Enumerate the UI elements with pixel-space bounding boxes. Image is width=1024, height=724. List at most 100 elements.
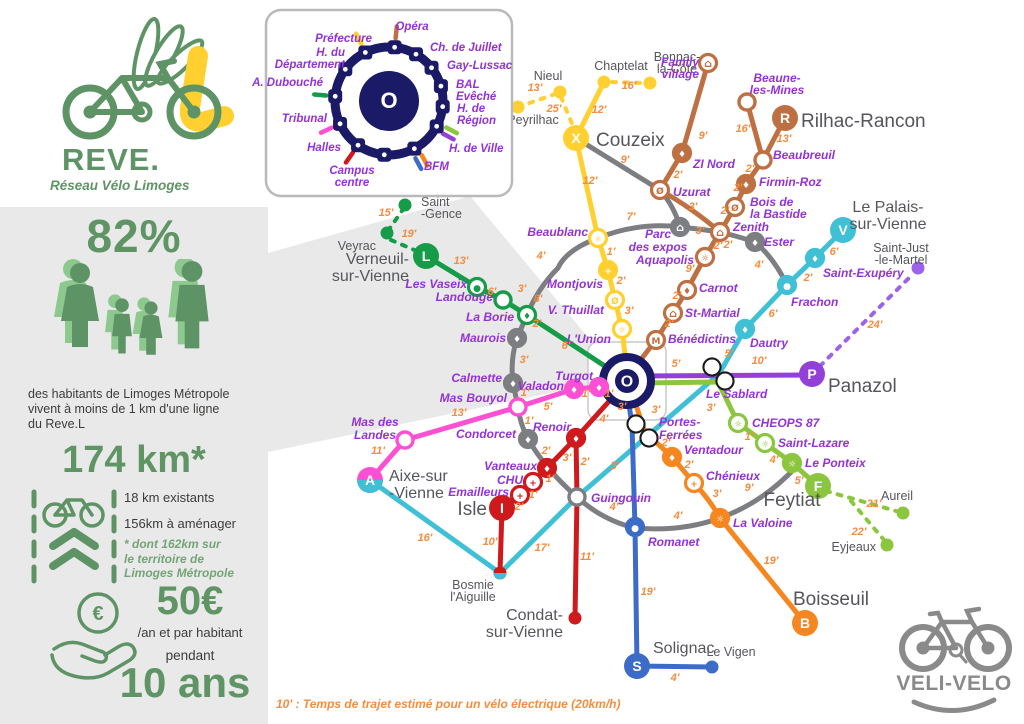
label: 3' [518,283,527,295]
label: Aureil [881,489,913,503]
svg-text:X: X [571,130,581,146]
svg-text:BFM: BFM [424,161,449,173]
label: Zenith [732,220,769,234]
label: Beaubreuil [773,148,836,162]
euro-description: /an et par habitant [137,625,243,640]
label: 11' [371,445,385,457]
station-dautry: ♦ [734,318,756,340]
map-footnote: 10' : Temps de trajet estimé pour un vél… [276,697,621,711]
label: Le Sablard [706,387,768,401]
label: Le Ponteix [805,456,867,470]
sun-icon: ☼ [594,235,602,245]
inset-station-ch-de-juillet: Ch. de Juillet [409,42,503,62]
label: 5' [725,348,734,360]
station-romanet: ● [624,516,646,538]
station-bonnac-la-cote [643,76,657,90]
svg-text:Opéra: Opéra [395,21,429,33]
green-line-stub [312,92,329,98]
label: 3' [707,402,716,414]
station-aixe-sur-vienne: A [357,467,383,493]
line-red-condat [572,435,580,621]
label: 10' [752,355,767,367]
label: CHEOPS 87 [752,416,821,430]
label: 2' [720,205,730,217]
svg-text:I: I [500,500,504,516]
label: 5' [544,401,553,413]
inset-station-icon [440,104,446,110]
station-renoir: ♦ [565,427,587,449]
label: 9' [699,130,708,142]
line-yellow-dashed [516,80,646,133]
diam-icon: ♦ [543,465,551,475]
inset-station-icon [392,44,398,50]
label: 6' [769,308,778,320]
line-dorange-beaune [744,99,766,163]
station-eyjeaux [880,538,894,552]
svg-text:Halles: Halles [307,142,341,154]
label: Calmette [451,371,502,385]
svg-text:B: B [800,615,810,631]
sun-icon: ☼ [734,420,742,430]
label: Carnot [699,281,739,295]
logo-subtitle: Réseau Vélo Limoges [50,178,190,193]
station-family-village: ⌂ [697,52,719,74]
inset-station-icon [411,146,417,152]
label: 2' [684,459,694,471]
svg-text:Tribunal: Tribunal [282,113,328,125]
label: 15' [379,207,394,219]
label: 6' [488,286,497,298]
inset-station-bfm: BFM [407,141,449,173]
label: Peyrilhac [507,113,558,127]
station-chaptelat [597,75,611,89]
label: Dautry [750,336,789,350]
station-rilhac-rancon: R [772,105,798,131]
zoom-wedge [268,196,622,452]
borange-line-stub [419,152,430,168]
label: 1' [529,489,538,501]
diam-icon: ♦ [741,326,749,336]
svg-text:A: A [365,472,375,488]
sun-icon: ☼ [701,254,709,264]
station-turgot: ♦ [588,376,610,398]
sun-icon: ☼ [716,515,724,525]
label: Bonnac-la-Côte [654,50,701,76]
svg-text:R: R [780,110,790,126]
label: 22' [851,526,867,538]
inset-station-a-dubouche: A. Dubouché [251,77,343,104]
station-la-borie: ♦ [516,304,538,326]
station-panazol: P [799,361,825,387]
label: 2' [541,445,551,457]
diam-icon: ♦ [678,150,686,160]
dorange-line-stub [393,24,400,41]
label: Frachon [791,295,838,309]
label: 2' [713,240,723,252]
euro-symbol: € [92,603,103,625]
label: 9' [686,263,695,275]
label: L'Union [567,332,611,346]
label: 24' [867,319,883,331]
dot-icon: ● [473,284,481,294]
svg-text:H. de Ville: H. de Ville [449,143,504,155]
station-le-ponteix: ☼ [781,452,803,474]
station-couzeix: X [563,125,589,151]
station-vanteaux: ♦ [536,457,558,479]
label: 19' [641,586,656,598]
station-bois-de-la-bastide: Ø [724,196,746,218]
station-valadon: ♦ [563,378,585,400]
label: Aquapolis [635,253,694,267]
label: 4' [670,672,680,684]
plus-icon: + [516,492,524,502]
label: La Borie [466,310,514,324]
station-zenith: ⌂ [709,221,731,243]
label: 7' [627,211,636,223]
svg-text:V: V [838,222,848,238]
km-footnote: * dont 162km sur le territoire de Limoge… [124,537,235,580]
label: 4' [609,501,619,513]
label: Renoir [533,420,572,434]
